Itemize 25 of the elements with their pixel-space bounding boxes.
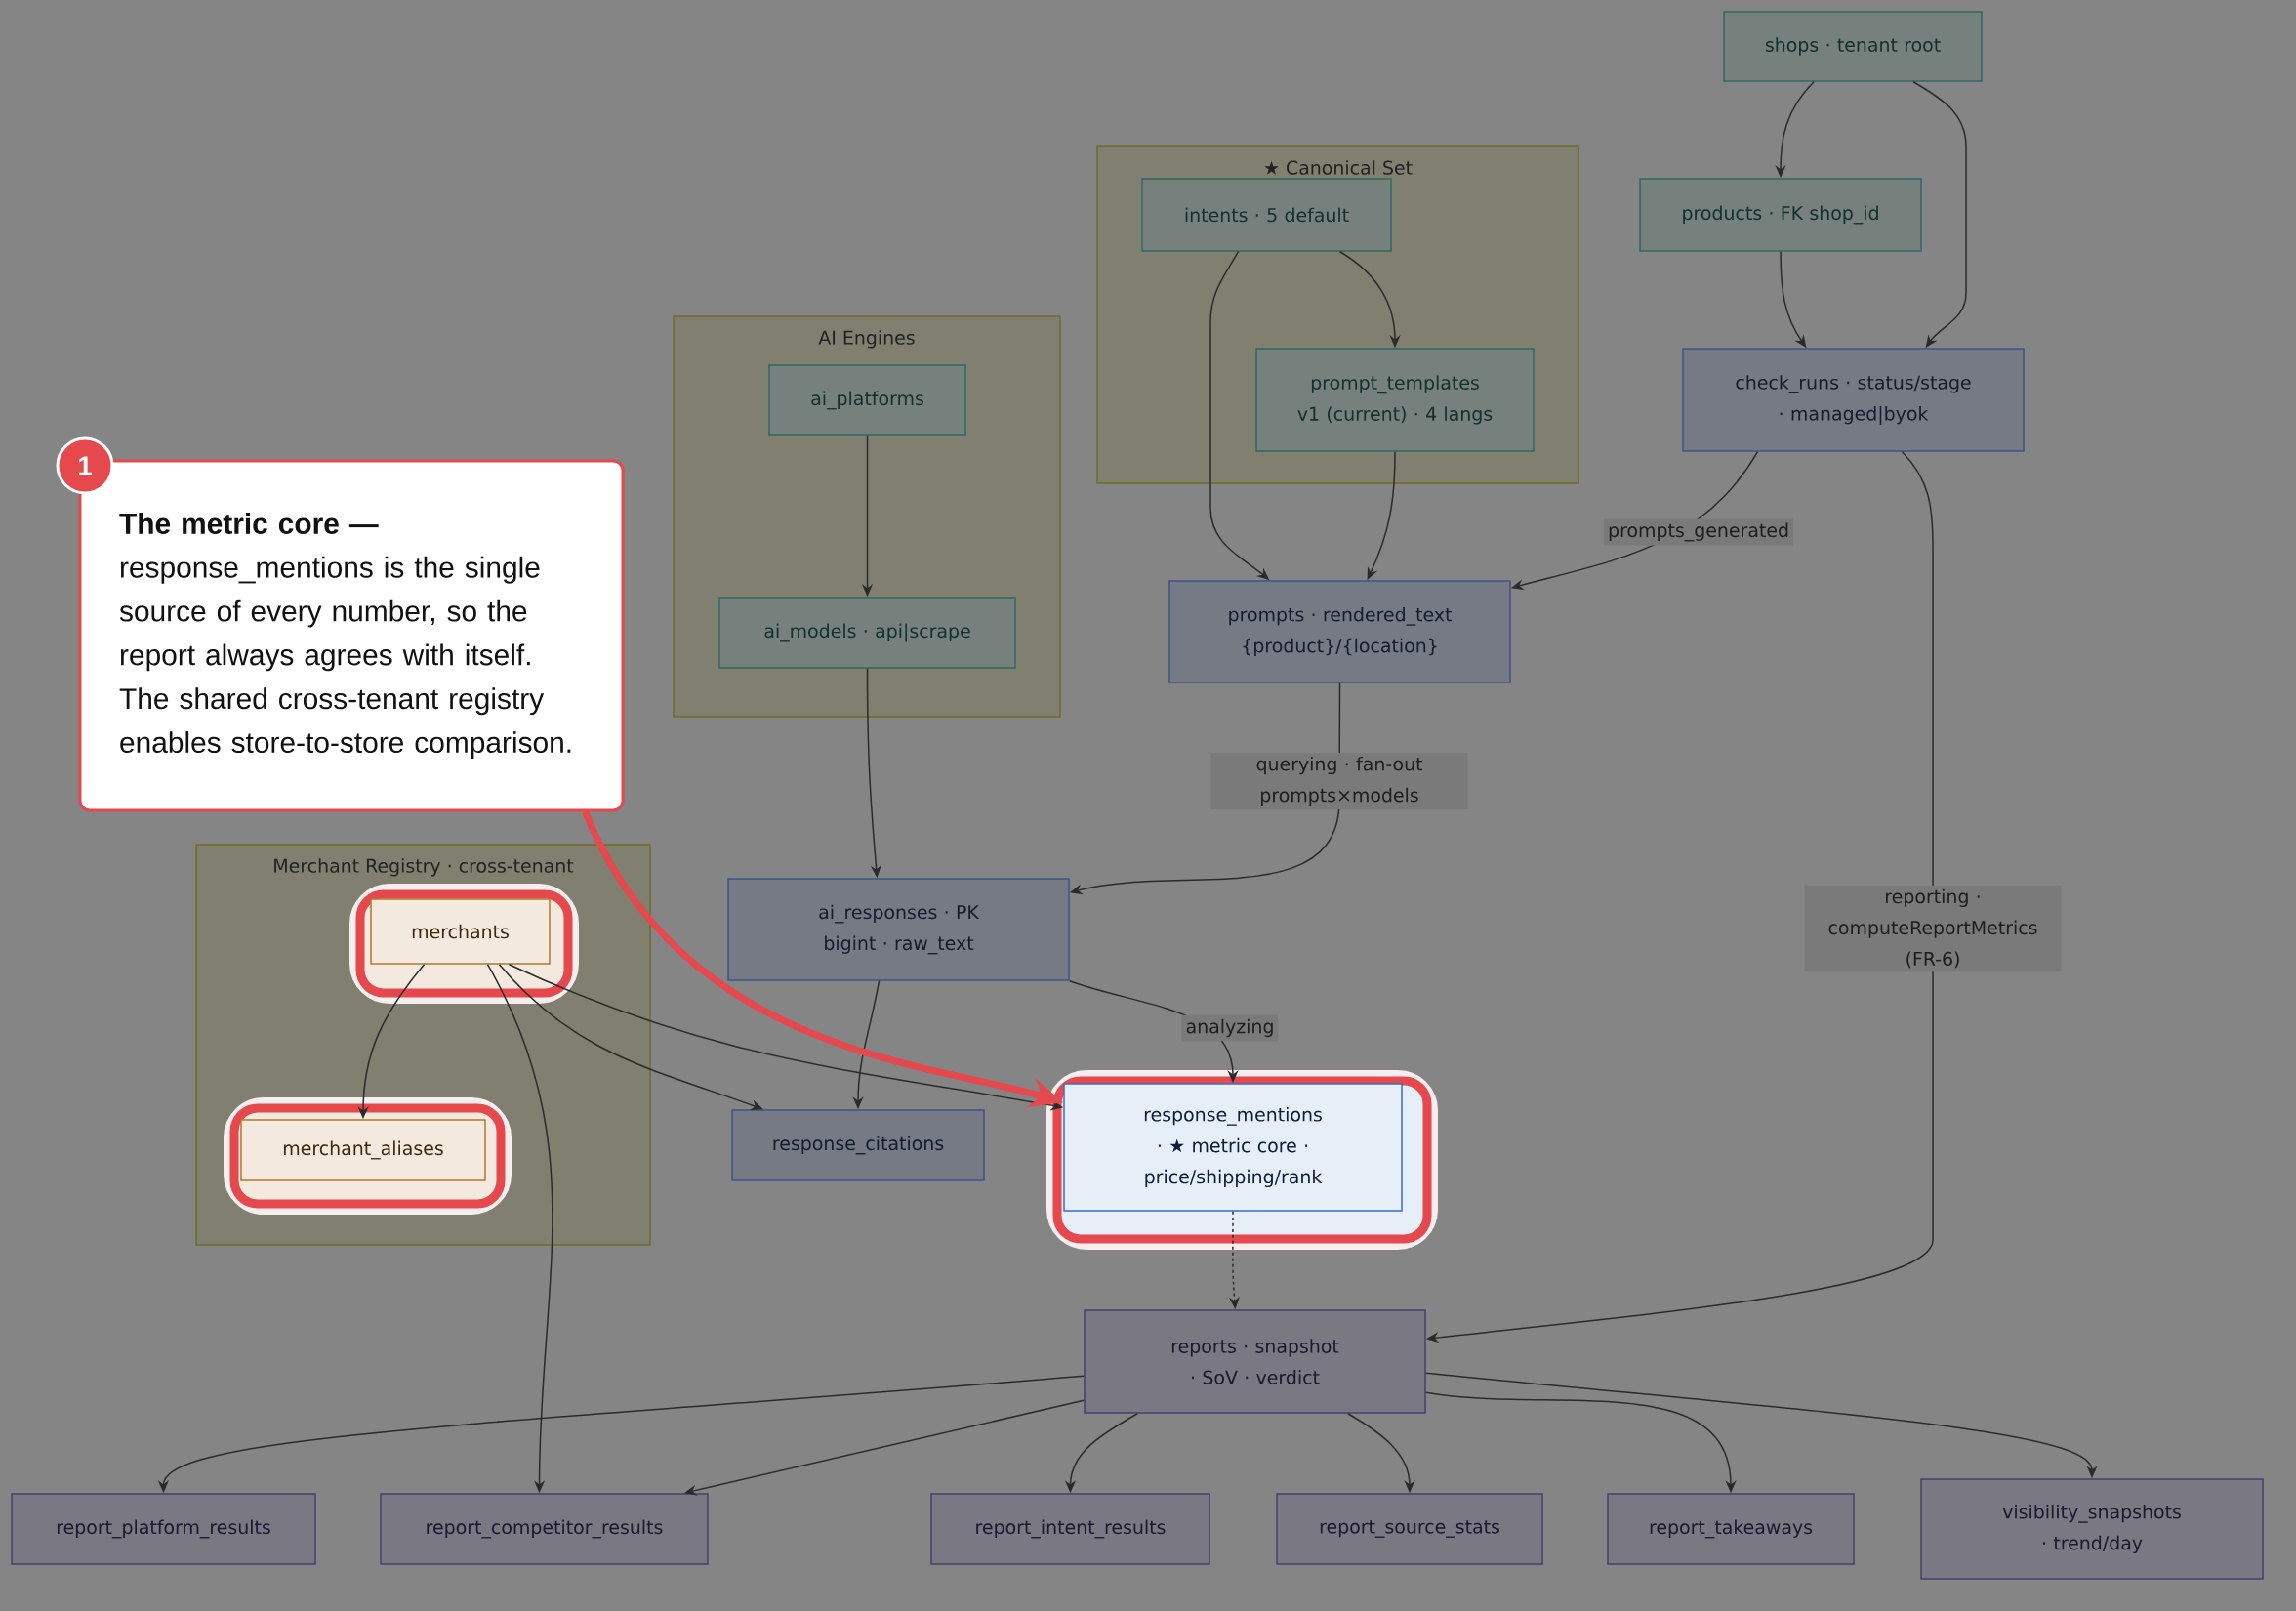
table-box: report_source_stats: [1276, 1493, 1543, 1565]
callout-number: 1: [56, 436, 114, 495]
table-box: products · FK shop_id: [1639, 178, 1922, 252]
table-box: report_takeaways: [1607, 1493, 1855, 1565]
table-box: check_runs · status/stage · managed|byok: [1682, 348, 2025, 452]
table-box: prompts · rendered_text {product}/{location}: [1168, 580, 1511, 683]
table-box: visibility_snapshots · trend/day: [1920, 1478, 2264, 1580]
edge-label: querying · fan-out prompts×models: [1210, 752, 1468, 810]
table-box: ai_models · api|scrape: [718, 597, 1016, 669]
table-box: response_citations: [731, 1109, 985, 1181]
table-box: shops · tenant root: [1723, 11, 1983, 82]
edge-label: reporting · computeReportMetrics (FR-6): [1804, 885, 2062, 972]
table-box: report_platform_results: [11, 1493, 316, 1565]
edge-label: prompts_generated: [1604, 518, 1793, 546]
table-box: ai_platforms: [768, 364, 966, 436]
table-box: merchant_aliases: [240, 1119, 486, 1181]
table-box: prompt_templates v1 (current) · 4 langs: [1255, 348, 1535, 452]
edge-label: analyzing: [1181, 1014, 1279, 1042]
table-box: merchants: [370, 898, 551, 965]
table-box: report_intent_results: [930, 1493, 1210, 1565]
table-box: ai_responses · PK bigint · raw_text: [727, 878, 1070, 981]
table-box: intents · 5 default: [1141, 178, 1392, 252]
table-box: response_mentions · ★ metric core · price/shipping/rank: [1063, 1083, 1403, 1212]
table-box: report_competitor_results: [380, 1493, 709, 1565]
table-box: reports · snapshot · SoV · verdict: [1084, 1309, 1426, 1414]
